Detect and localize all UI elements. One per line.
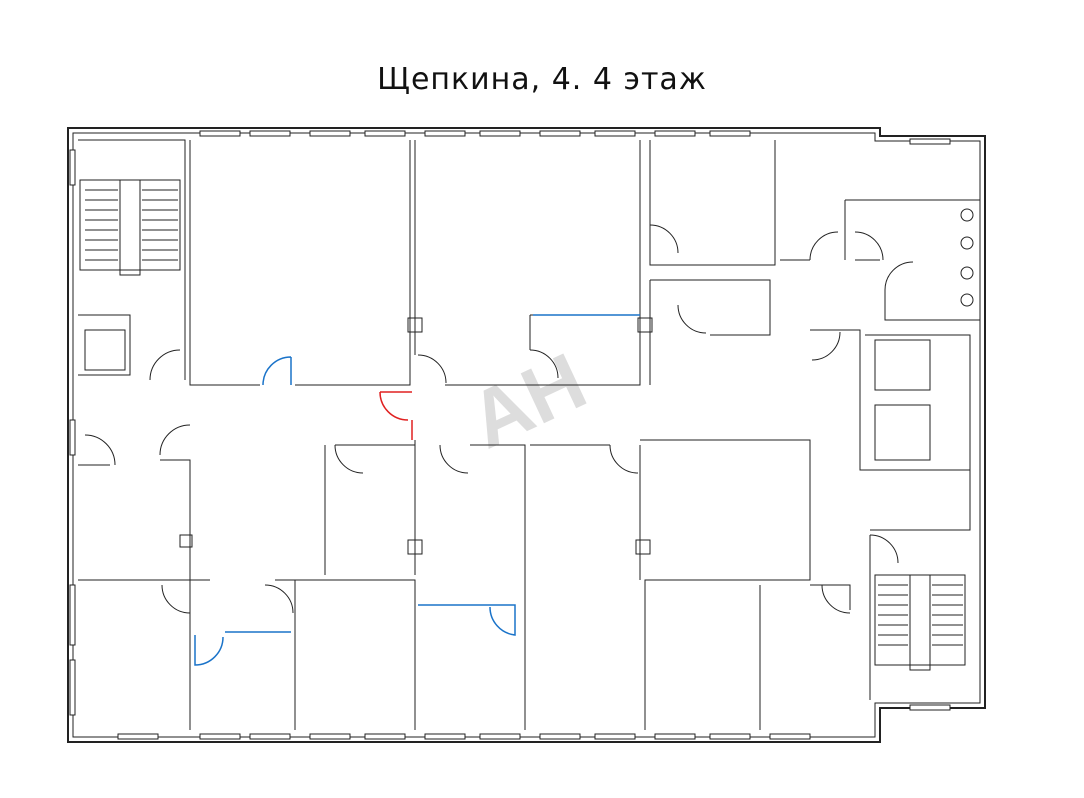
windows xyxy=(69,130,951,740)
toilets xyxy=(960,208,974,307)
interior-walls xyxy=(78,139,980,730)
columns xyxy=(179,317,653,555)
doors xyxy=(84,224,914,666)
plan-title: Щепкина, 4. 4 этаж xyxy=(377,62,707,97)
stairs xyxy=(79,179,966,671)
outer-walls xyxy=(67,127,986,743)
elevators xyxy=(84,329,931,461)
